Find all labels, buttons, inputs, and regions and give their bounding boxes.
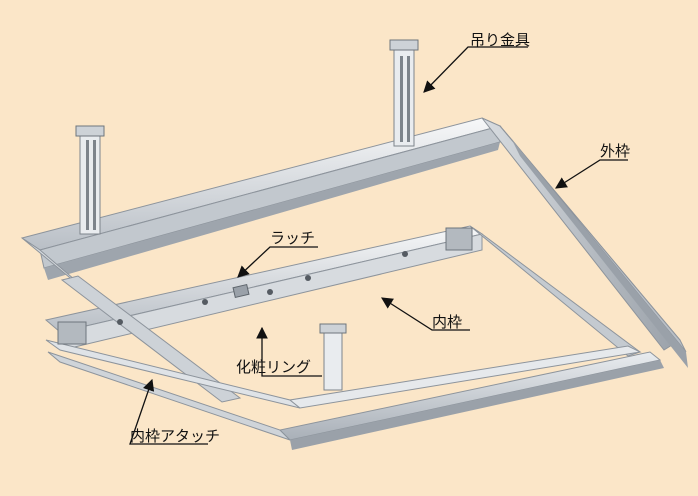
label-trim-ring: 化粧リング	[236, 358, 311, 376]
hanger-left	[75, 125, 105, 235]
label-inner-frame-attachment: 内枠アタッチ	[130, 427, 220, 445]
hanger-right	[389, 39, 419, 147]
leader-lines	[129, 46, 628, 445]
label-outer-frame: 外枠	[600, 142, 630, 160]
inner-frame	[44, 225, 642, 409]
hanger-front	[319, 323, 347, 391]
outer-frame	[20, 117, 688, 450]
label-latch: ラッチ	[270, 229, 315, 247]
label-hanger: 吊り金具	[470, 31, 530, 49]
label-inner-frame: 内枠	[432, 313, 462, 331]
